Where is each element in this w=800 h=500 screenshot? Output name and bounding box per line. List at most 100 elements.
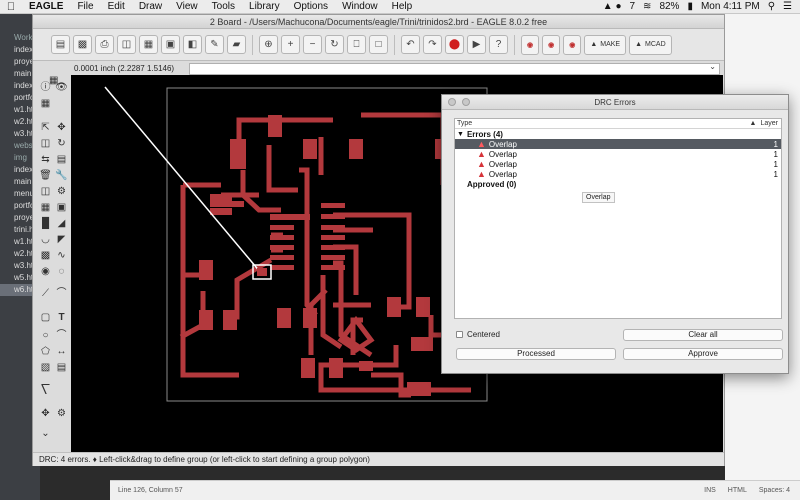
sidebar-file[interactable]: proyect <box>14 57 40 66</box>
type-column-header[interactable]: Type <box>457 120 473 127</box>
error-row[interactable]: ▲ Overlap 1 <box>455 149 781 159</box>
sidebar-file[interactable]: main.c <box>14 177 38 186</box>
sidebar-file[interactable]: index.h <box>14 45 40 54</box>
polygon-icon[interactable]: ⬠ <box>41 346 50 357</box>
errors-icon[interactable]: ⚙ <box>57 408 66 419</box>
menu-view[interactable]: View <box>176 1 198 12</box>
wire-icon[interactable]: ⟋ <box>42 288 49 299</box>
zoom-fit-icon[interactable]: ⊕ <box>259 35 278 54</box>
via-icon[interactable]: ◉ <box>41 266 50 277</box>
sidebar-folder-heading[interactable]: img <box>14 153 27 162</box>
minimize-button[interactable] <box>462 98 470 106</box>
processed-button[interactable]: Processed <box>456 348 616 360</box>
sidebar-file[interactable]: w2.html <box>14 249 40 258</box>
notification-count[interactable]: 7 <box>629 1 636 12</box>
meander-icon[interactable]: ∿ <box>57 250 66 261</box>
sidebar-file-selected[interactable]: w6.html <box>0 284 40 296</box>
rectangle-icon[interactable]: ▢ <box>40 312 51 323</box>
sidebar-file[interactable]: w3.html <box>14 261 40 270</box>
disclosure-triangle-icon[interactable]: ▼ <box>457 130 464 138</box>
mcad-button[interactable]: ▲MCAD <box>629 34 672 55</box>
stop-icon[interactable]: ⬤ <box>445 35 464 54</box>
change-icon[interactable]: 🔧 <box>55 170 68 181</box>
cam-icon[interactable]: ◫ <box>117 35 136 54</box>
menu-draw[interactable]: Draw <box>138 1 163 12</box>
zoom-area-icon[interactable]: □ <box>369 35 388 54</box>
menu-help[interactable]: Help <box>391 1 413 12</box>
sidebar-folder-heading[interactable]: Working F <box>14 33 40 42</box>
menu-window[interactable]: Window <box>342 1 378 12</box>
sidebar-file[interactable]: trini.h <box>14 225 34 234</box>
display-layers-icon[interactable]: ▦ <box>40 98 51 109</box>
move-icon[interactable]: ✥ <box>57 122 66 133</box>
arc-icon[interactable]: ⌒ <box>56 288 67 299</box>
zoom-select-icon[interactable]: ⎕ <box>347 35 366 54</box>
redo-icon[interactable]: ↷ <box>423 35 442 54</box>
menu-options[interactable]: Options <box>293 1 329 12</box>
signal-icon[interactable]: ▩ <box>40 250 51 261</box>
replace-icon[interactable]: ⚙ <box>57 186 66 197</box>
text-icon[interactable]: T <box>58 312 65 323</box>
curve-icon[interactable]: ⌒ <box>56 330 67 341</box>
split-icon[interactable]: ◡ <box>41 234 50 245</box>
errors-group-row[interactable]: ▼ Errors (4) <box>455 129 781 139</box>
optimize-icon[interactable]: ◤ <box>57 234 66 245</box>
info-icon[interactable]: ⓘ <box>40 82 51 93</box>
close-button[interactable] <box>448 98 456 106</box>
menu-file[interactable]: File <box>77 1 94 12</box>
sidebar-file[interactable]: index.h <box>14 165 40 174</box>
hole-icon[interactable]: ◌ <box>58 266 65 277</box>
schematic-icon[interactable]: ▦ <box>139 35 158 54</box>
help-icon[interactable]: ? <box>489 35 508 54</box>
status-icons[interactable]: ▲ ● <box>602 1 622 12</box>
sidebar-file[interactable]: w1.html <box>14 105 40 114</box>
zoom-in-icon[interactable]: + <box>281 35 300 54</box>
sidebar-file[interactable]: portfolio <box>14 93 40 102</box>
show-icon[interactable]: 👁 <box>55 82 68 93</box>
mirror-icon[interactable]: ⇆ <box>41 154 50 165</box>
paste-icon[interactable]: ◫ <box>40 186 51 197</box>
sort-icon[interactable]: ▲ <box>749 120 757 127</box>
board-icon[interactable]: ▣ <box>161 35 180 54</box>
menu-library[interactable]: Library <box>249 1 280 12</box>
design-link-icon[interactable]: ◉ <box>521 34 540 55</box>
print-icon[interactable]: ⎙ <box>95 35 114 54</box>
menu-tools[interactable]: Tools <box>211 1 236 12</box>
drc-icon[interactable]: ✥ <box>41 408 50 419</box>
parts-link-icon[interactable]: ◉ <box>542 34 561 55</box>
redraw-icon[interactable]: ↻ <box>325 35 344 54</box>
add-icon[interactable]: ▦ <box>40 202 51 213</box>
menu-edit[interactable]: Edit <box>107 1 125 12</box>
sidebar-folder-heading[interactable]: webstor <box>14 141 40 150</box>
dimension-icon[interactable]: ↔ <box>56 346 67 357</box>
apple-icon[interactable]:  <box>0 1 22 13</box>
make-button[interactable]: ▲MAKE <box>584 34 627 55</box>
fusion-link-icon[interactable]: ◉ <box>563 34 582 55</box>
group-icon[interactable]: ▤ <box>56 154 67 165</box>
name-icon[interactable]: ▣ <box>56 202 67 213</box>
open-icon[interactable]: ▤ <box>51 35 70 54</box>
drc-error-highlight[interactable] <box>252 264 272 280</box>
error-row[interactable]: ▲ Overlap 1 <box>455 169 781 179</box>
centered-checkbox[interactable]: Centered <box>456 330 500 339</box>
error-row[interactable]: ▲ Overlap 1 <box>455 139 781 149</box>
use-library-icon[interactable]: ◧ <box>183 35 202 54</box>
go-icon[interactable]: ▶ <box>467 35 486 54</box>
rotate-icon[interactable]: ↻ <box>57 138 66 149</box>
save-icon[interactable]: ▩ <box>73 35 92 54</box>
approved-group-row[interactable]: Approved (0) <box>455 179 781 189</box>
value-icon[interactable]: ▤ <box>56 362 67 373</box>
zoom-out-icon[interactable]: − <box>303 35 322 54</box>
ulp-icon[interactable]: ▰ <box>227 35 246 54</box>
measure-icon[interactable]: ⎲ <box>41 384 50 395</box>
sidebar-file[interactable]: main.c <box>14 69 38 78</box>
sidebar-file[interactable]: w2.html <box>14 117 40 126</box>
battery-icon[interactable]: ▮ <box>687 1 693 12</box>
layer-column-header[interactable]: Layer <box>760 120 778 127</box>
ripup-icon[interactable]: ◢ <box>57 218 66 229</box>
select-icon[interactable]: ⇱ <box>41 122 50 133</box>
delete-icon[interactable]: 🗑 <box>39 170 52 181</box>
menu-app-name[interactable]: EAGLE <box>29 1 64 12</box>
search-icon[interactable]: ⚲ <box>767 1 776 12</box>
script-icon[interactable]: ✎ <box>205 35 224 54</box>
